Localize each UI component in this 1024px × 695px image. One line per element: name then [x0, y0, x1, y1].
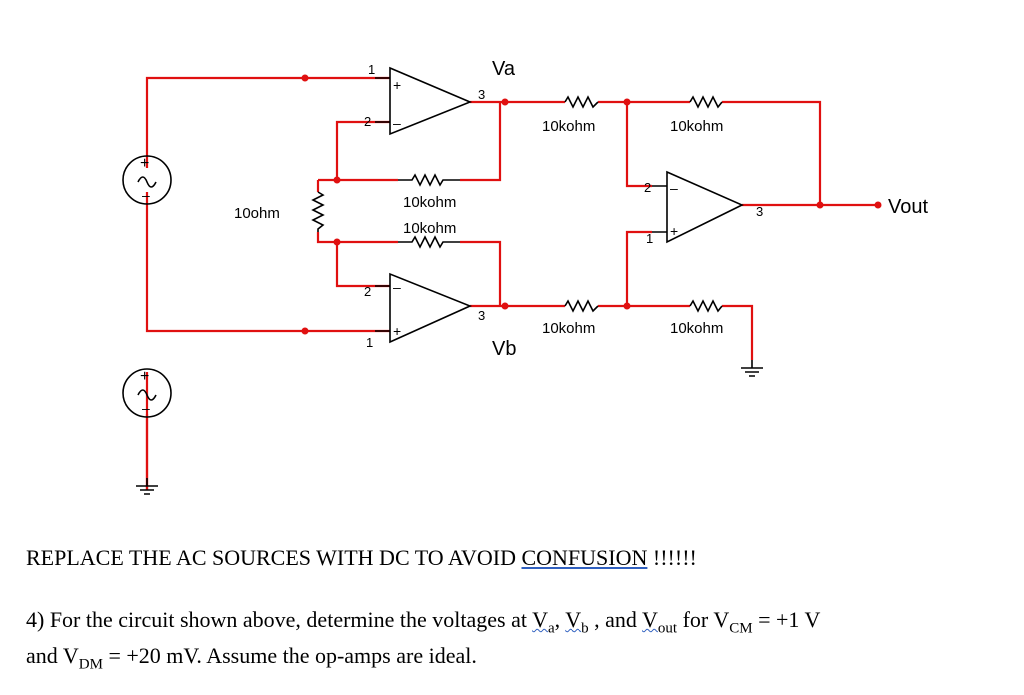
resistor-f-top [689, 95, 723, 109]
opamp-u3: – + 2 1 3 [644, 170, 763, 246]
ground-symbol-right [741, 360, 763, 377]
resistor-u1-feedback [398, 173, 460, 187]
svg-text:+: + [393, 77, 401, 93]
ac-source-bottom: + – [122, 368, 172, 418]
label-ground-resistor: 10kohm [670, 320, 723, 337]
svg-text:+: + [670, 223, 678, 239]
svg-text:–: – [393, 115, 401, 131]
svg-text:2: 2 [644, 180, 651, 195]
resistor-u2-feedback [398, 235, 460, 249]
label-input-resistor-bottom: 10kohm [542, 320, 595, 337]
svg-text:+: + [140, 155, 149, 172]
svg-text:+: + [140, 368, 149, 385]
opamp-u2: – + 2 1 3 [364, 272, 485, 350]
svg-text:3: 3 [478, 308, 485, 323]
svg-text:2: 2 [364, 114, 371, 129]
svg-text:1: 1 [366, 335, 373, 350]
resistor-in-top [564, 95, 599, 109]
ground-symbol-left [136, 478, 158, 495]
label-feedback-resistor-top: 10kohm [670, 118, 723, 135]
svg-text:–: – [670, 180, 678, 196]
notice-underlined-word: CONFUSION [521, 545, 648, 570]
label-u1-feedback-resistor: 10kohm [403, 194, 456, 211]
resistor-in-bottom [564, 299, 599, 313]
ac-source-top: + – [122, 155, 172, 205]
question-text: 4) For the circuit shown above, determin… [26, 607, 821, 673]
svg-text:–: – [142, 400, 150, 416]
svg-text:+: + [393, 323, 401, 339]
svg-text:3: 3 [478, 87, 485, 102]
node-label-vout: Vout [888, 196, 928, 218]
resistor-gain [311, 191, 325, 232]
node-label-va: Va [492, 58, 516, 80]
opamp-u1: + – 1 2 3 [364, 62, 485, 136]
notice-text: REPLACE THE AC SOURCES WITH DC TO AVOID … [26, 545, 697, 570]
junction-dots [301, 74, 882, 335]
resistor-ground-leg [689, 299, 723, 313]
svg-text:2: 2 [364, 284, 371, 299]
label-u2-feedback-resistor: 10kohm [403, 220, 456, 237]
svg-text:3: 3 [756, 204, 763, 219]
svg-text:–: – [142, 187, 150, 203]
circuit-schematic: + – + – + – 1 2 [122, 58, 928, 495]
wires [145, 76, 878, 490]
svg-text:1: 1 [646, 231, 653, 246]
node-label-vb: Vb [492, 338, 516, 360]
label-input-resistor-top: 10kohm [542, 118, 595, 135]
svg-text:–: – [393, 279, 401, 295]
label-gain-resistor: 10ohm [234, 205, 280, 222]
svg-text:1: 1 [368, 62, 375, 77]
